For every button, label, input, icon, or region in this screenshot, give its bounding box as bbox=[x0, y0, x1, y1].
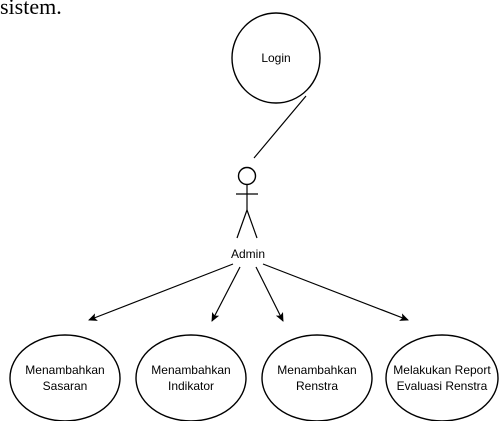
use-case-indikator-line-1: Menambahkan bbox=[151, 363, 230, 377]
use-case-login-label: Login bbox=[261, 51, 290, 65]
top-text: sistem. bbox=[0, 0, 62, 19]
use-case-sasaran-line-1: Menambahkan bbox=[25, 363, 104, 377]
arrow-report bbox=[262, 263, 409, 321]
use-case-renstra-line-1: Menambahkan bbox=[277, 363, 356, 377]
use-case-report: Melakukan Report Evaluasi Renstra bbox=[385, 334, 499, 421]
actor-right-leg bbox=[246, 209, 258, 239]
actor-label: Admin bbox=[231, 247, 265, 261]
actor-admin: Admin bbox=[231, 166, 265, 261]
actor-head bbox=[237, 166, 257, 186]
use-case-renstra-line-2: Renstra bbox=[296, 379, 338, 393]
use-case-report-line-1: Melakukan Report bbox=[393, 363, 491, 377]
use-case-renstra: Menambahkan Renstra bbox=[261, 334, 373, 421]
use-case-report-line-2: Evaluasi Renstra bbox=[397, 379, 488, 393]
use-case-sasaran: Menambahkan Sasaran bbox=[9, 334, 121, 421]
use-case-indikator-line-2: Indikator bbox=[168, 379, 214, 393]
use-case-login: Login bbox=[231, 12, 321, 104]
use-case-sasaran-line-2: Sasaran bbox=[43, 379, 88, 393]
arrow-renstra bbox=[255, 266, 284, 322]
actor-left-leg bbox=[236, 209, 248, 239]
association-line-login bbox=[253, 95, 307, 159]
arrow-indikator bbox=[211, 266, 241, 322]
use-case-indikator: Menambahkan Indikator bbox=[135, 334, 247, 421]
arrow-sasaran bbox=[88, 263, 234, 321]
